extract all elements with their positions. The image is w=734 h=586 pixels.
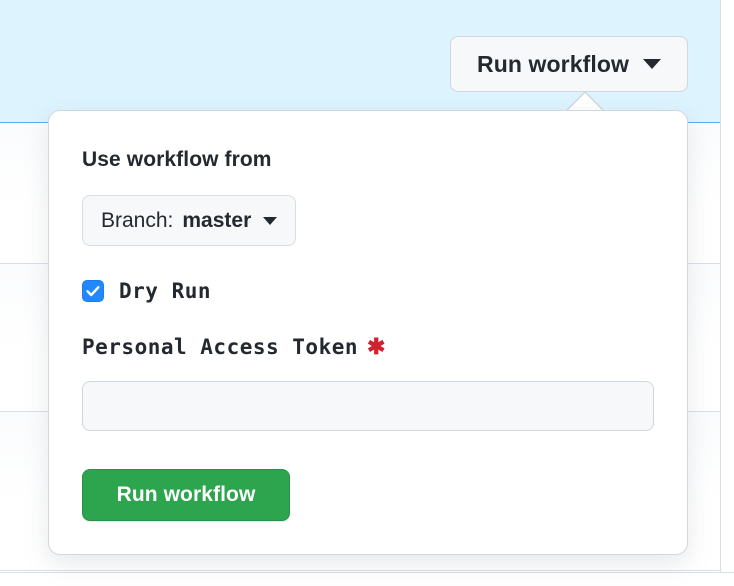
branch-select-value: master [182, 208, 252, 232]
personal-access-token-label: Personal Access Token [82, 335, 359, 359]
run-workflow-popover: Use workflow from Branch: master Dry Run… [48, 110, 688, 555]
required-asterisk-icon: ✱ [367, 334, 386, 359]
dry-run-checkbox[interactable] [82, 280, 104, 302]
dry-run-checkbox-row[interactable]: Dry Run [82, 279, 211, 303]
checkmark-icon [86, 286, 100, 297]
personal-access-token-input[interactable] [82, 381, 654, 431]
run-workflow-trigger-label: Run workflow [477, 50, 629, 77]
popover-body: Use workflow from Branch: master Dry Run… [49, 111, 687, 554]
run-workflow-dropdown-trigger[interactable]: Run workflow [450, 36, 688, 92]
run-workflow-submit-button[interactable]: Run workflow [82, 469, 290, 521]
use-workflow-from-heading: Use workflow from [82, 148, 272, 171]
background-bottom-divider [0, 572, 734, 573]
branch-select-button[interactable]: Branch: master [82, 195, 297, 246]
branch-select-prefix: Branch: [101, 208, 174, 232]
chevron-down-icon [642, 59, 661, 69]
chevron-down-icon [263, 216, 278, 225]
dry-run-label: Dry Run [119, 279, 212, 303]
personal-access-token-label-group: Personal Access Token ✱ [82, 335, 385, 359]
popover-arrow [566, 93, 604, 112]
